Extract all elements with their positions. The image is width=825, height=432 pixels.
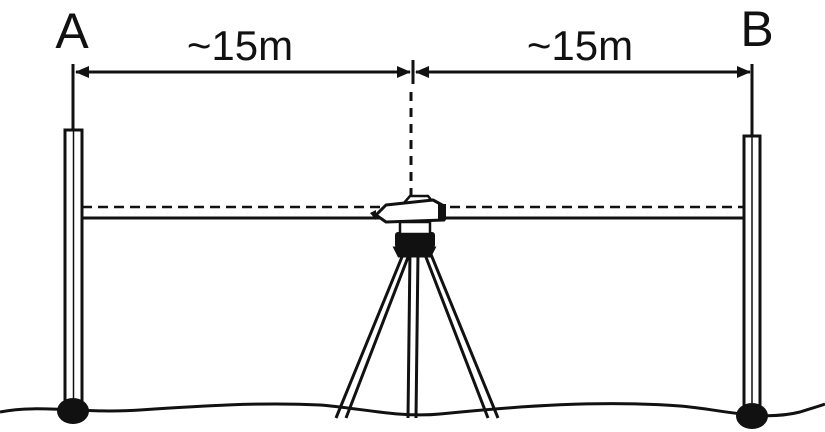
point-a-label: A — [55, 3, 89, 59]
ground-line — [0, 402, 825, 418]
instrument-telescope — [374, 198, 446, 224]
instrument-base — [395, 232, 435, 248]
level-instrument — [370, 194, 446, 248]
distance-left-label: ~15m — [187, 22, 293, 69]
tripod-leg-center — [406, 251, 412, 419]
distance-right-label: ~15m — [527, 22, 633, 69]
tripod-leg-right-inner — [428, 251, 500, 419]
tripod-leg-center-inner — [414, 251, 420, 419]
point-b-label: B — [740, 1, 773, 57]
tripod-leg-left-inner — [344, 251, 412, 419]
instrument-neck — [398, 220, 432, 236]
staff-a — [57, 64, 89, 424]
tripod-leg-right — [422, 251, 490, 419]
instrument-eyepiece — [370, 210, 376, 220]
tripod — [334, 246, 500, 419]
tripod-leg-left — [334, 251, 406, 419]
dimension-lines — [75, 60, 751, 84]
staff-b — [736, 64, 768, 429]
instrument-objective — [438, 204, 446, 220]
instrument-top-sight — [403, 194, 433, 204]
tripod-head — [392, 246, 437, 258]
